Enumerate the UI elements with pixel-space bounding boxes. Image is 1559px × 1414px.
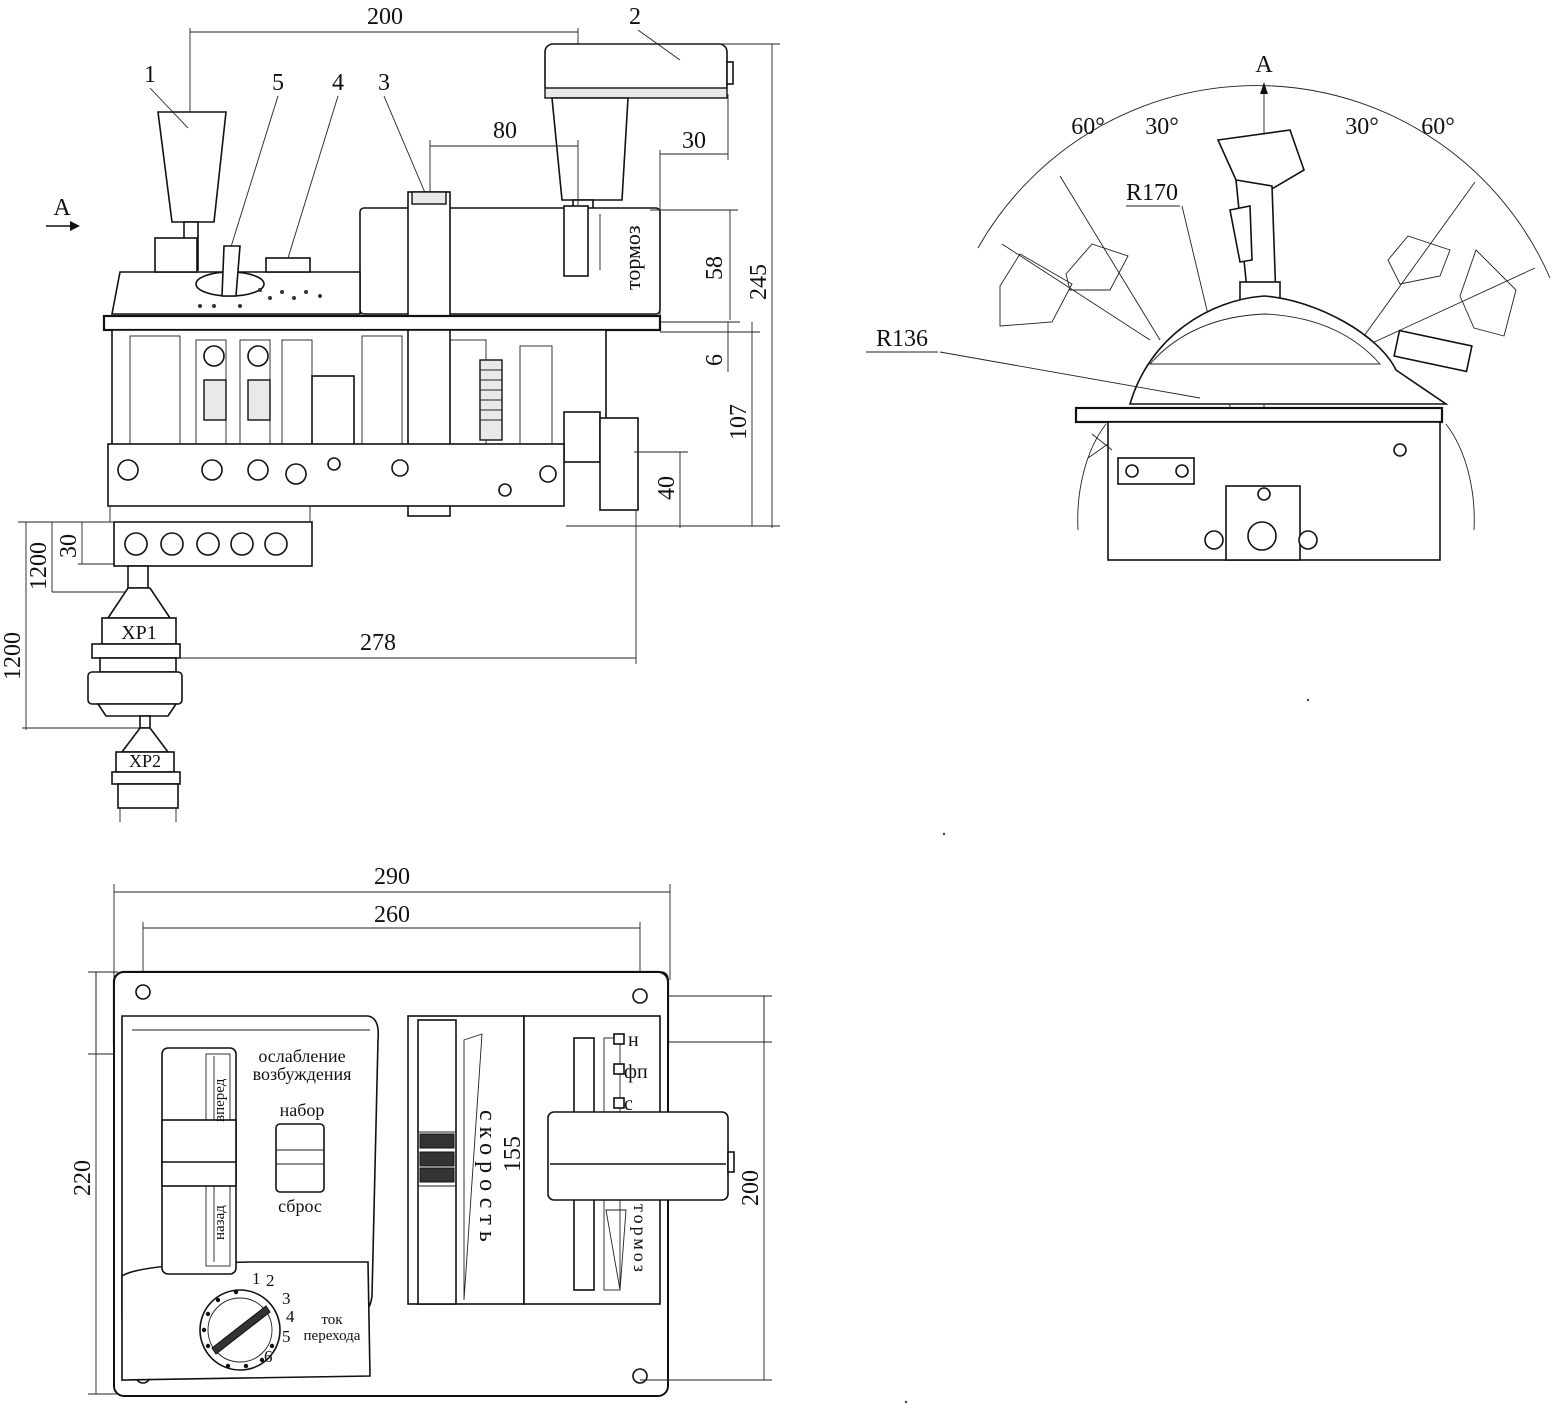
callout-3: 3: [378, 70, 390, 96]
hole-bottom-right: [632, 1368, 648, 1384]
dim-1200-b-label: 1200: [0, 632, 26, 680]
slot-155-label: 155: [500, 1136, 526, 1172]
upper-housing: тормоз: [111, 191, 661, 317]
connector-xp2: XP2: [129, 751, 161, 771]
dimension-left-stack: 30 1200 1200: [0, 521, 140, 730]
reverser-back-label: назад: [212, 1205, 228, 1240]
mechanism-body: [111, 329, 639, 517]
callout-2: 2: [629, 4, 641, 30]
current-label-2: перехода: [304, 1328, 361, 1344]
connector-xp1: XP1: [121, 622, 157, 644]
dim-260-label: 260: [374, 902, 410, 928]
dim-200-label: 200: [367, 4, 403, 30]
transition-current-dial: 1 2 3 4 5 6 ток перехода: [199, 1269, 361, 1371]
dimension-290: 290: [113, 864, 671, 980]
reverser-forward-label: вперед: [212, 1078, 228, 1122]
dim-1200-a-label: 1200: [26, 542, 52, 590]
current-step-2: 2: [266, 1271, 275, 1290]
weakening-title-2: возбуждения: [253, 1064, 352, 1084]
weakening-set-label: набор: [280, 1100, 325, 1120]
weakening-reset-label: сброс: [278, 1196, 322, 1216]
current-step-1: 1: [252, 1269, 261, 1288]
dim-80-label: 80: [493, 118, 517, 144]
current-step-5: 5: [282, 1327, 291, 1346]
top-brake-label: тормоз: [630, 1204, 650, 1275]
brake-pos-n: н: [628, 1029, 639, 1051]
radius-r170: R170: [1126, 180, 1178, 206]
dimension-right-stack: 58 245 6 107 40: [566, 43, 780, 528]
speed-label: скорость: [474, 1110, 500, 1248]
brake-pos-fp: фп: [624, 1061, 648, 1083]
cable-connectors: XP1 XP2: [87, 565, 183, 822]
dimension-260: 260: [142, 902, 641, 990]
radius-r136: R136: [876, 326, 928, 352]
top-view-plate: вперед назад ослабление возбуждения набо…: [88, 971, 772, 1397]
callout-1: 1: [144, 62, 156, 88]
dim-30-left-label: 30: [56, 534, 82, 558]
dim-245-label: 245: [746, 264, 772, 300]
weakening-title-1: ослабление: [258, 1046, 345, 1066]
brake-pos-s: с: [624, 1093, 633, 1115]
front-view-label: A: [1255, 52, 1273, 78]
dim-30-label: 30: [682, 128, 706, 154]
callout-4: 4: [332, 70, 344, 96]
dim-220-label: 220: [70, 1160, 96, 1196]
view-arrow-label: A: [53, 195, 71, 221]
dim-200-top-label: 200: [738, 1170, 764, 1206]
dimension-30: 30: [659, 94, 729, 330]
current-label-1: ток: [321, 1312, 343, 1328]
dimension-278: 278: [176, 510, 637, 664]
terminal-strip: [107, 443, 565, 567]
dimension-200: 200: [189, 4, 579, 230]
dim-58-label: 58: [702, 256, 728, 280]
dim-107-label: 107: [726, 404, 752, 440]
side-view: 200 1 2 3 4 5 80: [0, 4, 780, 822]
view-arrow-a: A: [46, 195, 80, 231]
handle-1: 1: [144, 62, 227, 271]
hole-top-left: [135, 984, 151, 1000]
dimension-220: 220: [70, 971, 118, 1196]
dim-290-label: 290: [374, 864, 410, 890]
front-view-a: A 60° 30° 30° 60° R170 R136: [866, 52, 1551, 561]
angle-30-left: 30°: [1145, 114, 1179, 140]
current-step-6: 6: [264, 1347, 273, 1366]
dim-6-label: 6: [702, 354, 728, 366]
dim-40-label: 40: [654, 476, 680, 500]
dimension-80: 80: [429, 118, 579, 205]
current-step-4: 4: [286, 1307, 295, 1326]
mounting-plate: [102, 314, 662, 332]
angle-30-right: 30°: [1345, 114, 1379, 140]
callout-5: 5: [272, 70, 284, 96]
current-step-3: 3: [282, 1289, 291, 1308]
dim-278-label: 278: [360, 630, 396, 656]
angle-60-left: 60°: [1071, 114, 1105, 140]
handle-2: 2: [544, 4, 734, 215]
side-brake-label: тормоз: [620, 225, 645, 290]
angle-60-right: 60°: [1421, 114, 1455, 140]
hole-top-right: [632, 988, 648, 1004]
